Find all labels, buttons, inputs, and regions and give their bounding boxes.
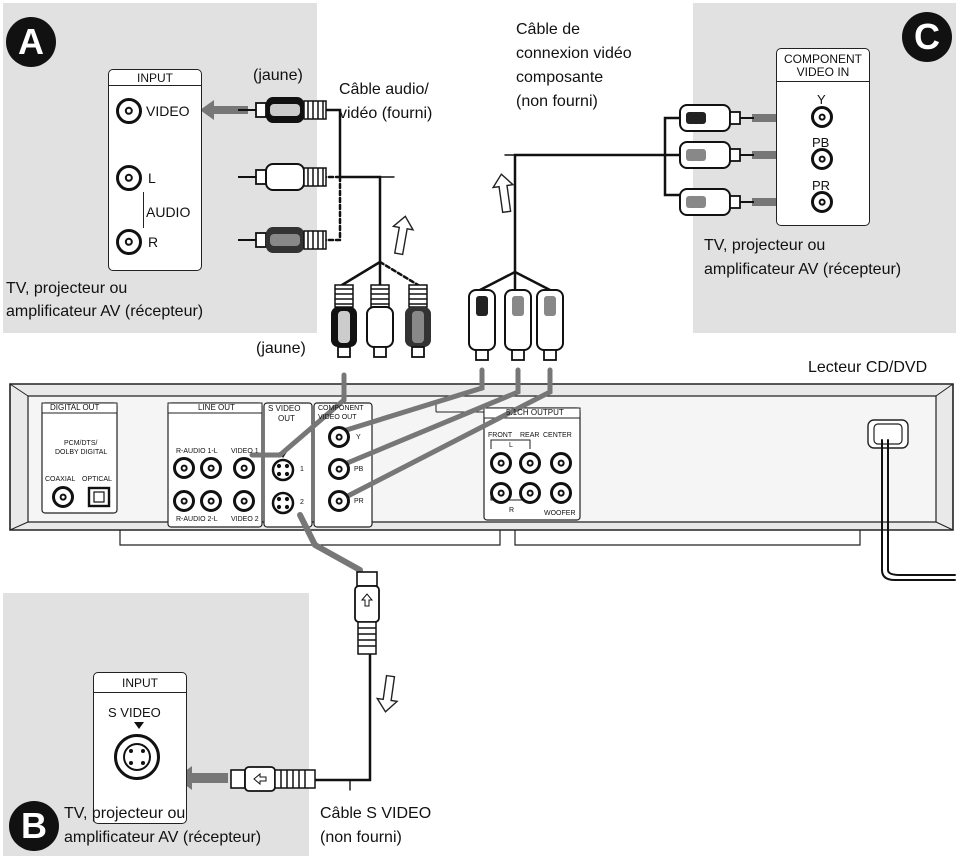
optical-label: OPTICAL [82, 476, 112, 483]
component-cable-label-1: Câble de [516, 21, 581, 38]
l-mark: L [509, 442, 513, 449]
jack-pr-c [811, 191, 833, 213]
pcm-label-2: DOLBY DIGITAL [55, 449, 108, 456]
player-name: Lecteur CD/DVD [808, 359, 928, 376]
label-video-a: VIDEO [146, 103, 190, 119]
svideo-cable-label-2: (non fourni) [320, 829, 402, 846]
line-out-jack-4 [173, 490, 195, 512]
line-out-jack-3 [233, 457, 255, 479]
svideo-jack-b [114, 734, 160, 780]
ch-jack-front-l [490, 452, 512, 474]
component-cable-label-2: connexion vidéo [516, 45, 632, 62]
badge-b: B [9, 801, 59, 851]
rca-plugs-a [238, 97, 327, 253]
yellow-label-top: (jaune) [253, 67, 303, 84]
cables [249, 108, 956, 791]
direction-arrows [375, 173, 515, 713]
component-out-pr: PR [354, 498, 364, 505]
pcm-label-1: PCM/DTS/ [64, 440, 98, 447]
device-label-b-2: amplificateur AV (récepteur) [64, 829, 262, 846]
device-label-a-1: TV, projecteur ou [6, 280, 128, 297]
input-title-a: INPUT [108, 71, 202, 86]
svideo-out-label-2: OUT [278, 414, 295, 423]
device-label-c-1: TV, projecteur ou [704, 237, 826, 254]
label-pr-c: PR [812, 178, 831, 193]
ch-jack-front-r [490, 482, 512, 504]
device-label-b-1: TV, projecteur ou [64, 805, 186, 822]
component-out-pb: PB [354, 466, 364, 473]
av-cable-label-2: vidéo (fourni) [339, 105, 433, 122]
svideo-out-label-1: S VIDEO [268, 404, 301, 413]
svideo-plug-horizontal [230, 766, 316, 792]
av-cable-label-1: Câble audio/ [339, 81, 429, 98]
line-out-jack-6 [233, 490, 255, 512]
yellow-label-bottom: (jaune) [256, 340, 306, 357]
svideo-plug-vertical [354, 571, 380, 655]
ch-jack-rear-l [519, 452, 541, 474]
svideo-pointer-icon [134, 722, 144, 729]
audio-bracket [129, 192, 144, 228]
label-l-a: L [148, 170, 156, 186]
line-out-jack-5 [200, 490, 222, 512]
component-out-jack-pb [328, 458, 350, 480]
ch-jack-rear-r [519, 482, 541, 504]
component-in-title-1: COMPONENT [784, 52, 862, 66]
rear-label: REAR [520, 432, 540, 439]
line-out-jack-2 [200, 457, 222, 479]
label-pb-c: PB [812, 135, 830, 150]
component-out-y: Y [356, 434, 361, 441]
r-mark: R [509, 507, 515, 514]
rca-plugs-av [331, 284, 431, 358]
coaxial-label: COAXIAL [45, 476, 76, 483]
component-cable-label-4: (non fourni) [516, 93, 598, 110]
jack-y-c [811, 106, 833, 128]
ch-output-title: 5.1CH OUTPUT [506, 408, 564, 417]
component-cable-label-3: composante [516, 69, 604, 86]
device-label-c-2: amplificateur AV (récepteur) [704, 261, 902, 278]
component-out-label-2: VIDEO OUT [318, 414, 357, 421]
badge-a: A [6, 17, 56, 67]
input-title-b: INPUT [93, 676, 187, 693]
badge-c: C [902, 12, 952, 62]
video-1-label: VIDEO 1 [231, 448, 259, 455]
video-2-label: VIDEO 2 [231, 516, 259, 523]
player-svideo-jacks [271, 452, 295, 515]
label-audio-a: AUDIO [146, 204, 191, 220]
digital-out-title: DIGITAL OUT [50, 403, 100, 412]
rca-plugs-c [679, 104, 754, 216]
label-svideo-b: S VIDEO [108, 705, 161, 720]
r-audio-1-label: R-AUDIO 1-L [176, 448, 218, 455]
jack-video-a [116, 98, 142, 124]
line-out-title: LINE OUT [198, 403, 235, 412]
svideo-out-1: 1 [300, 466, 304, 473]
ch-jack-center [550, 452, 572, 474]
ch-jack-woofer [550, 482, 572, 504]
label-r-a: R [148, 234, 159, 250]
line-out-jack-1 [173, 457, 195, 479]
component-out-jack-pr [328, 490, 350, 512]
jack-l-a [116, 165, 142, 191]
center-label: CENTER [543, 432, 572, 439]
device-label-a-2: amplificateur AV (récepteur) [6, 303, 204, 320]
coaxial-jack [52, 486, 74, 508]
rca-plugs-component [468, 289, 564, 361]
r-audio-2-label: R-AUDIO 2-L [176, 516, 218, 523]
front-label: FRONT [488, 432, 513, 439]
svideo-cable-label-1: Câble S VIDEO [320, 805, 432, 822]
component-in-title-2: VIDEO IN [776, 65, 870, 82]
component-out-jack-y [328, 426, 350, 448]
jack-pb-c [811, 148, 833, 170]
label-y-c: Y [817, 92, 826, 107]
woofer-label: WOOFER [544, 510, 576, 517]
svideo-out-2: 2 [300, 499, 304, 506]
jack-r-a [116, 229, 142, 255]
component-out-label-1: COMPONENT [318, 405, 364, 412]
